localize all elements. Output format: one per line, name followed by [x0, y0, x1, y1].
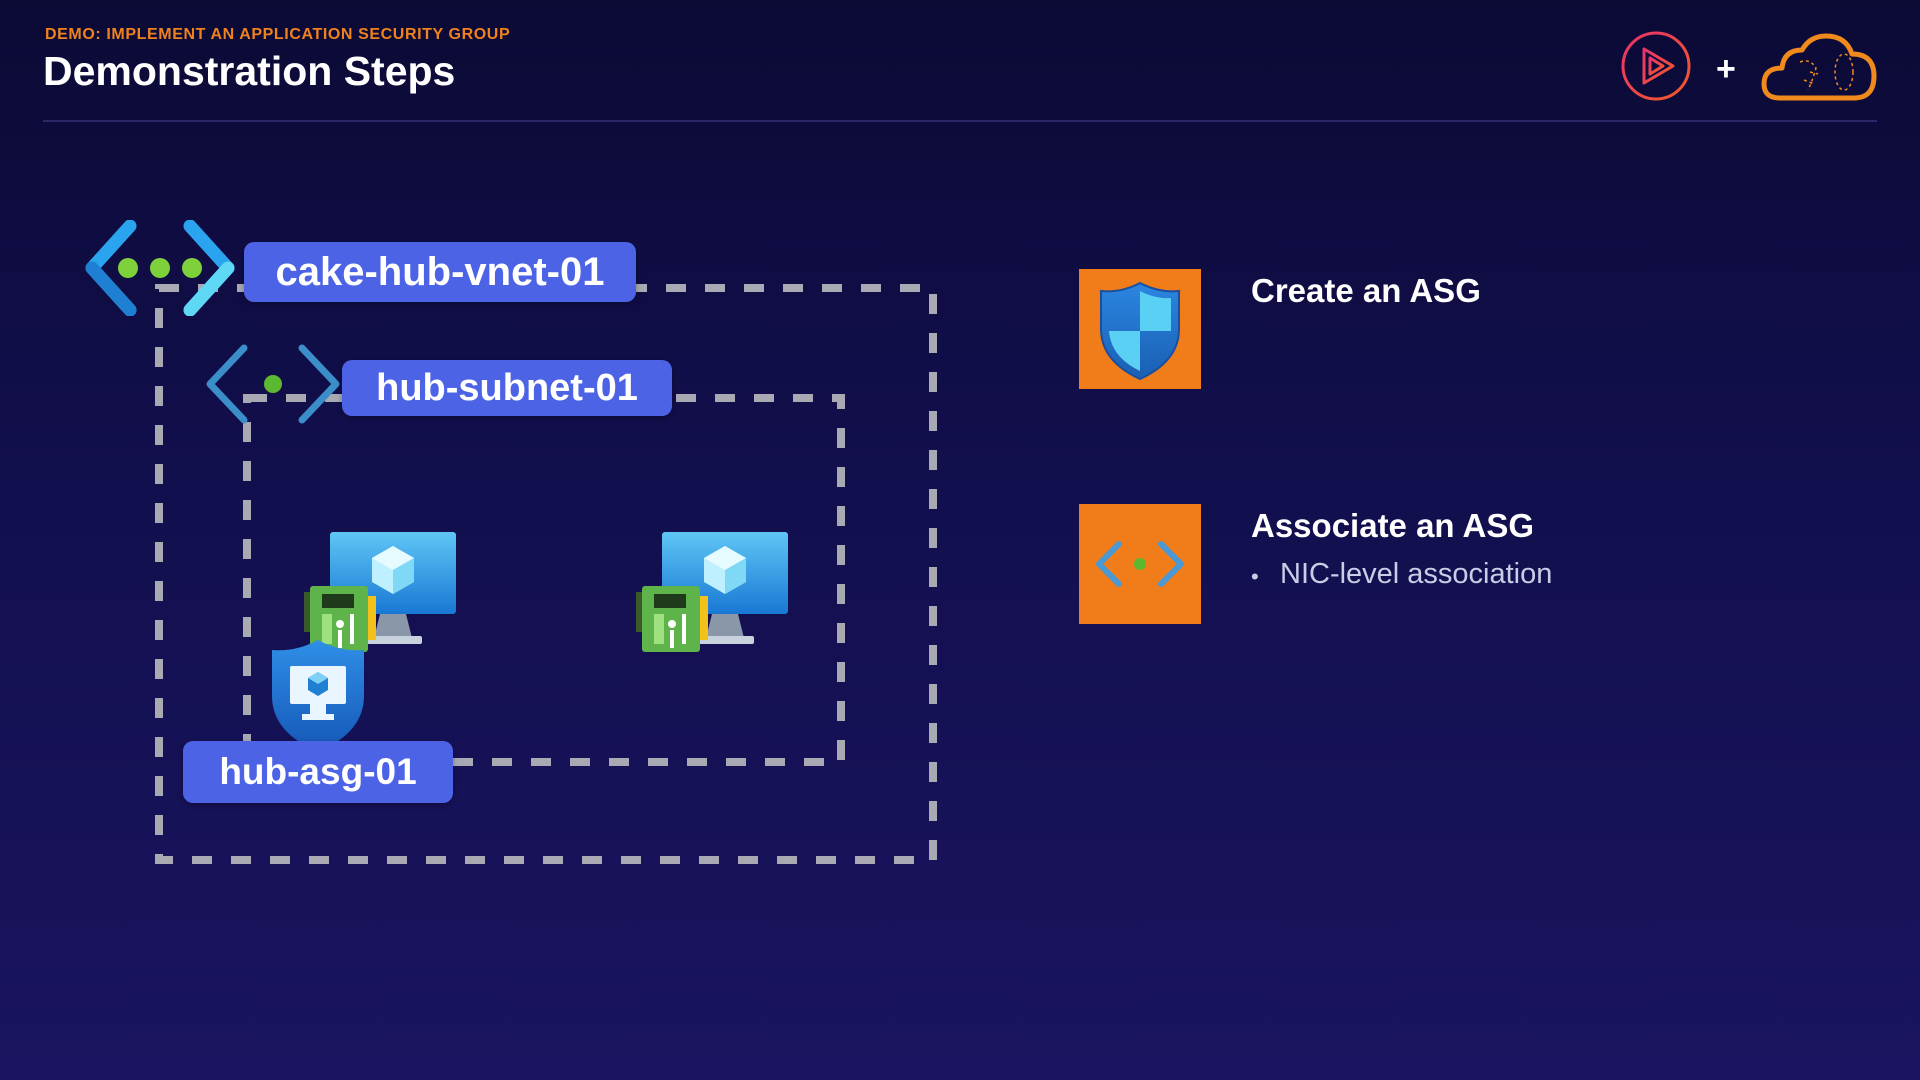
step-create-asg-icon-box [1079, 269, 1201, 389]
network-interface-icon [636, 586, 708, 652]
page-title: Demonstration Steps [43, 48, 456, 94]
network-interface-icon [304, 586, 376, 652]
bullet-dot: • [1251, 564, 1259, 589]
network-brackets-icon [1096, 541, 1184, 587]
subnet-boundary [243, 394, 845, 766]
virtual-machine-icon [330, 532, 456, 644]
play-logo-icon [1621, 31, 1691, 101]
step-title-associate-asg: Associate an ASG [1251, 507, 1535, 544]
subnet-icon [206, 344, 340, 424]
vnet-label: cake-hub-vnet-01 [244, 242, 636, 302]
plus-sign: + [1716, 50, 1736, 88]
diagram-boundaries [155, 284, 937, 864]
step-associate-asg-icon-box [1079, 504, 1201, 624]
asg-label: hub-asg-01 [183, 741, 453, 803]
application-security-group-icon [272, 640, 364, 752]
vnet-boundary [155, 284, 937, 864]
step-title-create-asg: Create an ASG [1251, 272, 1481, 309]
subnet-label: hub-subnet-01 [342, 360, 672, 416]
virtual-network-icon [85, 220, 235, 316]
header-divider [43, 120, 1877, 122]
section-eyebrow: DEMO: IMPLEMENT AN APPLICATION SECURITY … [45, 26, 511, 43]
cloud-logo-icon [1761, 33, 1877, 101]
step-bullet-nic-association: NIC-level association [1280, 558, 1553, 590]
shield-icon [1100, 281, 1180, 381]
